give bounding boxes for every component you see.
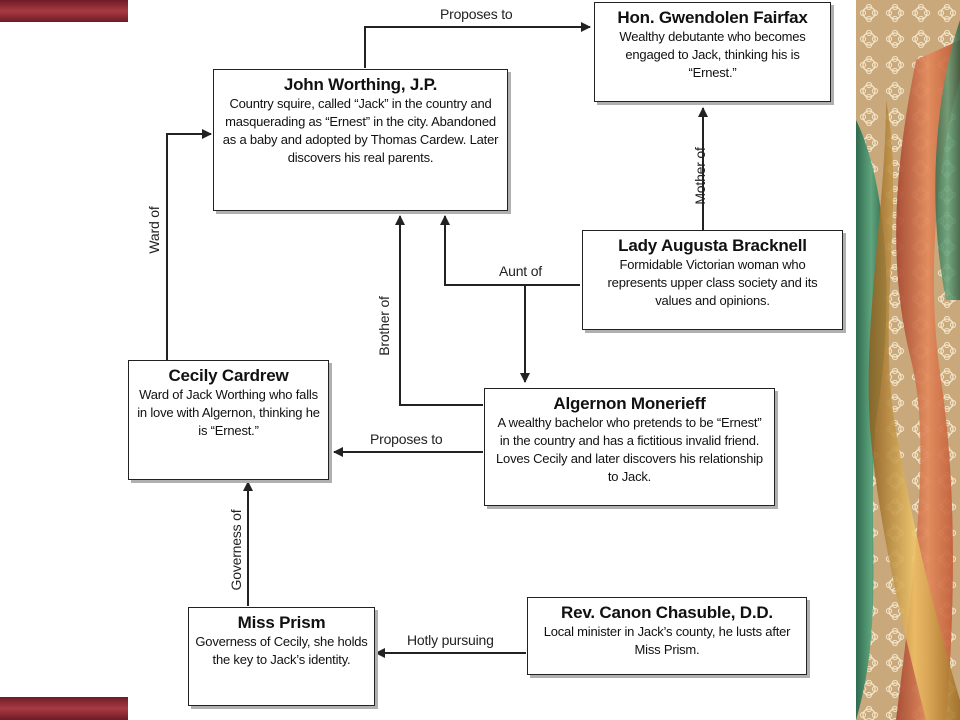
character-box-miss-prism: Miss Prism Governess of Cecily, she hold… [188, 607, 375, 706]
character-name: John Worthing, J.P. [283, 75, 438, 94]
character-name: Cecily Cardrew [168, 366, 289, 385]
character-box-gwendolen: Hon. Gwendolen Fairfax Wealthy debutante… [594, 2, 831, 102]
label-aunt-of: Aunt of [499, 263, 542, 279]
label-brother-of: Brother of [376, 296, 392, 356]
character-description: Governess of Cecily, she holds the key t… [195, 634, 368, 667]
character-description: Local minister in Jack’s county, he lust… [543, 624, 791, 657]
character-description: Country squire, called “Jack” in the cou… [222, 96, 499, 165]
label-mother-of: Mother of [692, 147, 708, 205]
arrow-algernon-brother-of-john [395, 215, 483, 406]
label-ward-of: Ward of [146, 206, 162, 254]
arrow-john-proposes-gwendolen [364, 22, 591, 68]
character-box-john-worthing: John Worthing, J.P. Country squire, call… [213, 69, 508, 211]
character-box-chasuble: Rev. Canon Chasuble, D.D. Local minister… [527, 597, 807, 675]
character-description: Ward of Jack Worthing who falls in love … [137, 387, 320, 438]
character-name: Miss Prism [237, 613, 326, 632]
label-hotly-pursuing: Hotly pursuing [407, 632, 494, 648]
character-box-lady-bracknell: Lady Augusta Bracknell Formidable Victor… [582, 230, 843, 330]
character-description: Formidable Victorian woman who represent… [607, 257, 818, 308]
arrow-bracknell-aunt-of-john [440, 215, 580, 286]
character-box-algernon: Algernon Monerieff A wealthy bachelor wh… [484, 388, 775, 506]
slide-accent-bar-bottom [0, 697, 128, 720]
character-name: Lady Augusta Bracknell [618, 236, 807, 255]
character-box-cecily: Cecily Cardrew Ward of Jack Worthing who… [128, 360, 329, 480]
label-proposes-to-cecily: Proposes to [370, 431, 443, 447]
label-proposes-to-gwendolen: Proposes to [440, 6, 513, 22]
arrow-cecily-ward-of-john [166, 129, 212, 360]
decorative-floral-panel [856, 0, 960, 720]
character-description: Wealthy debutante who becomes engaged to… [619, 29, 806, 80]
character-description: A wealthy bachelor who pretends to be “E… [496, 415, 763, 484]
label-governess-of: Governess of [228, 509, 244, 591]
character-name: Rev. Canon Chasuble, D.D. [561, 603, 773, 622]
character-name: Algernon Monerieff [553, 394, 706, 413]
character-name: Hon. Gwendolen Fairfax [617, 8, 808, 27]
slide-accent-bar-top [0, 0, 128, 22]
